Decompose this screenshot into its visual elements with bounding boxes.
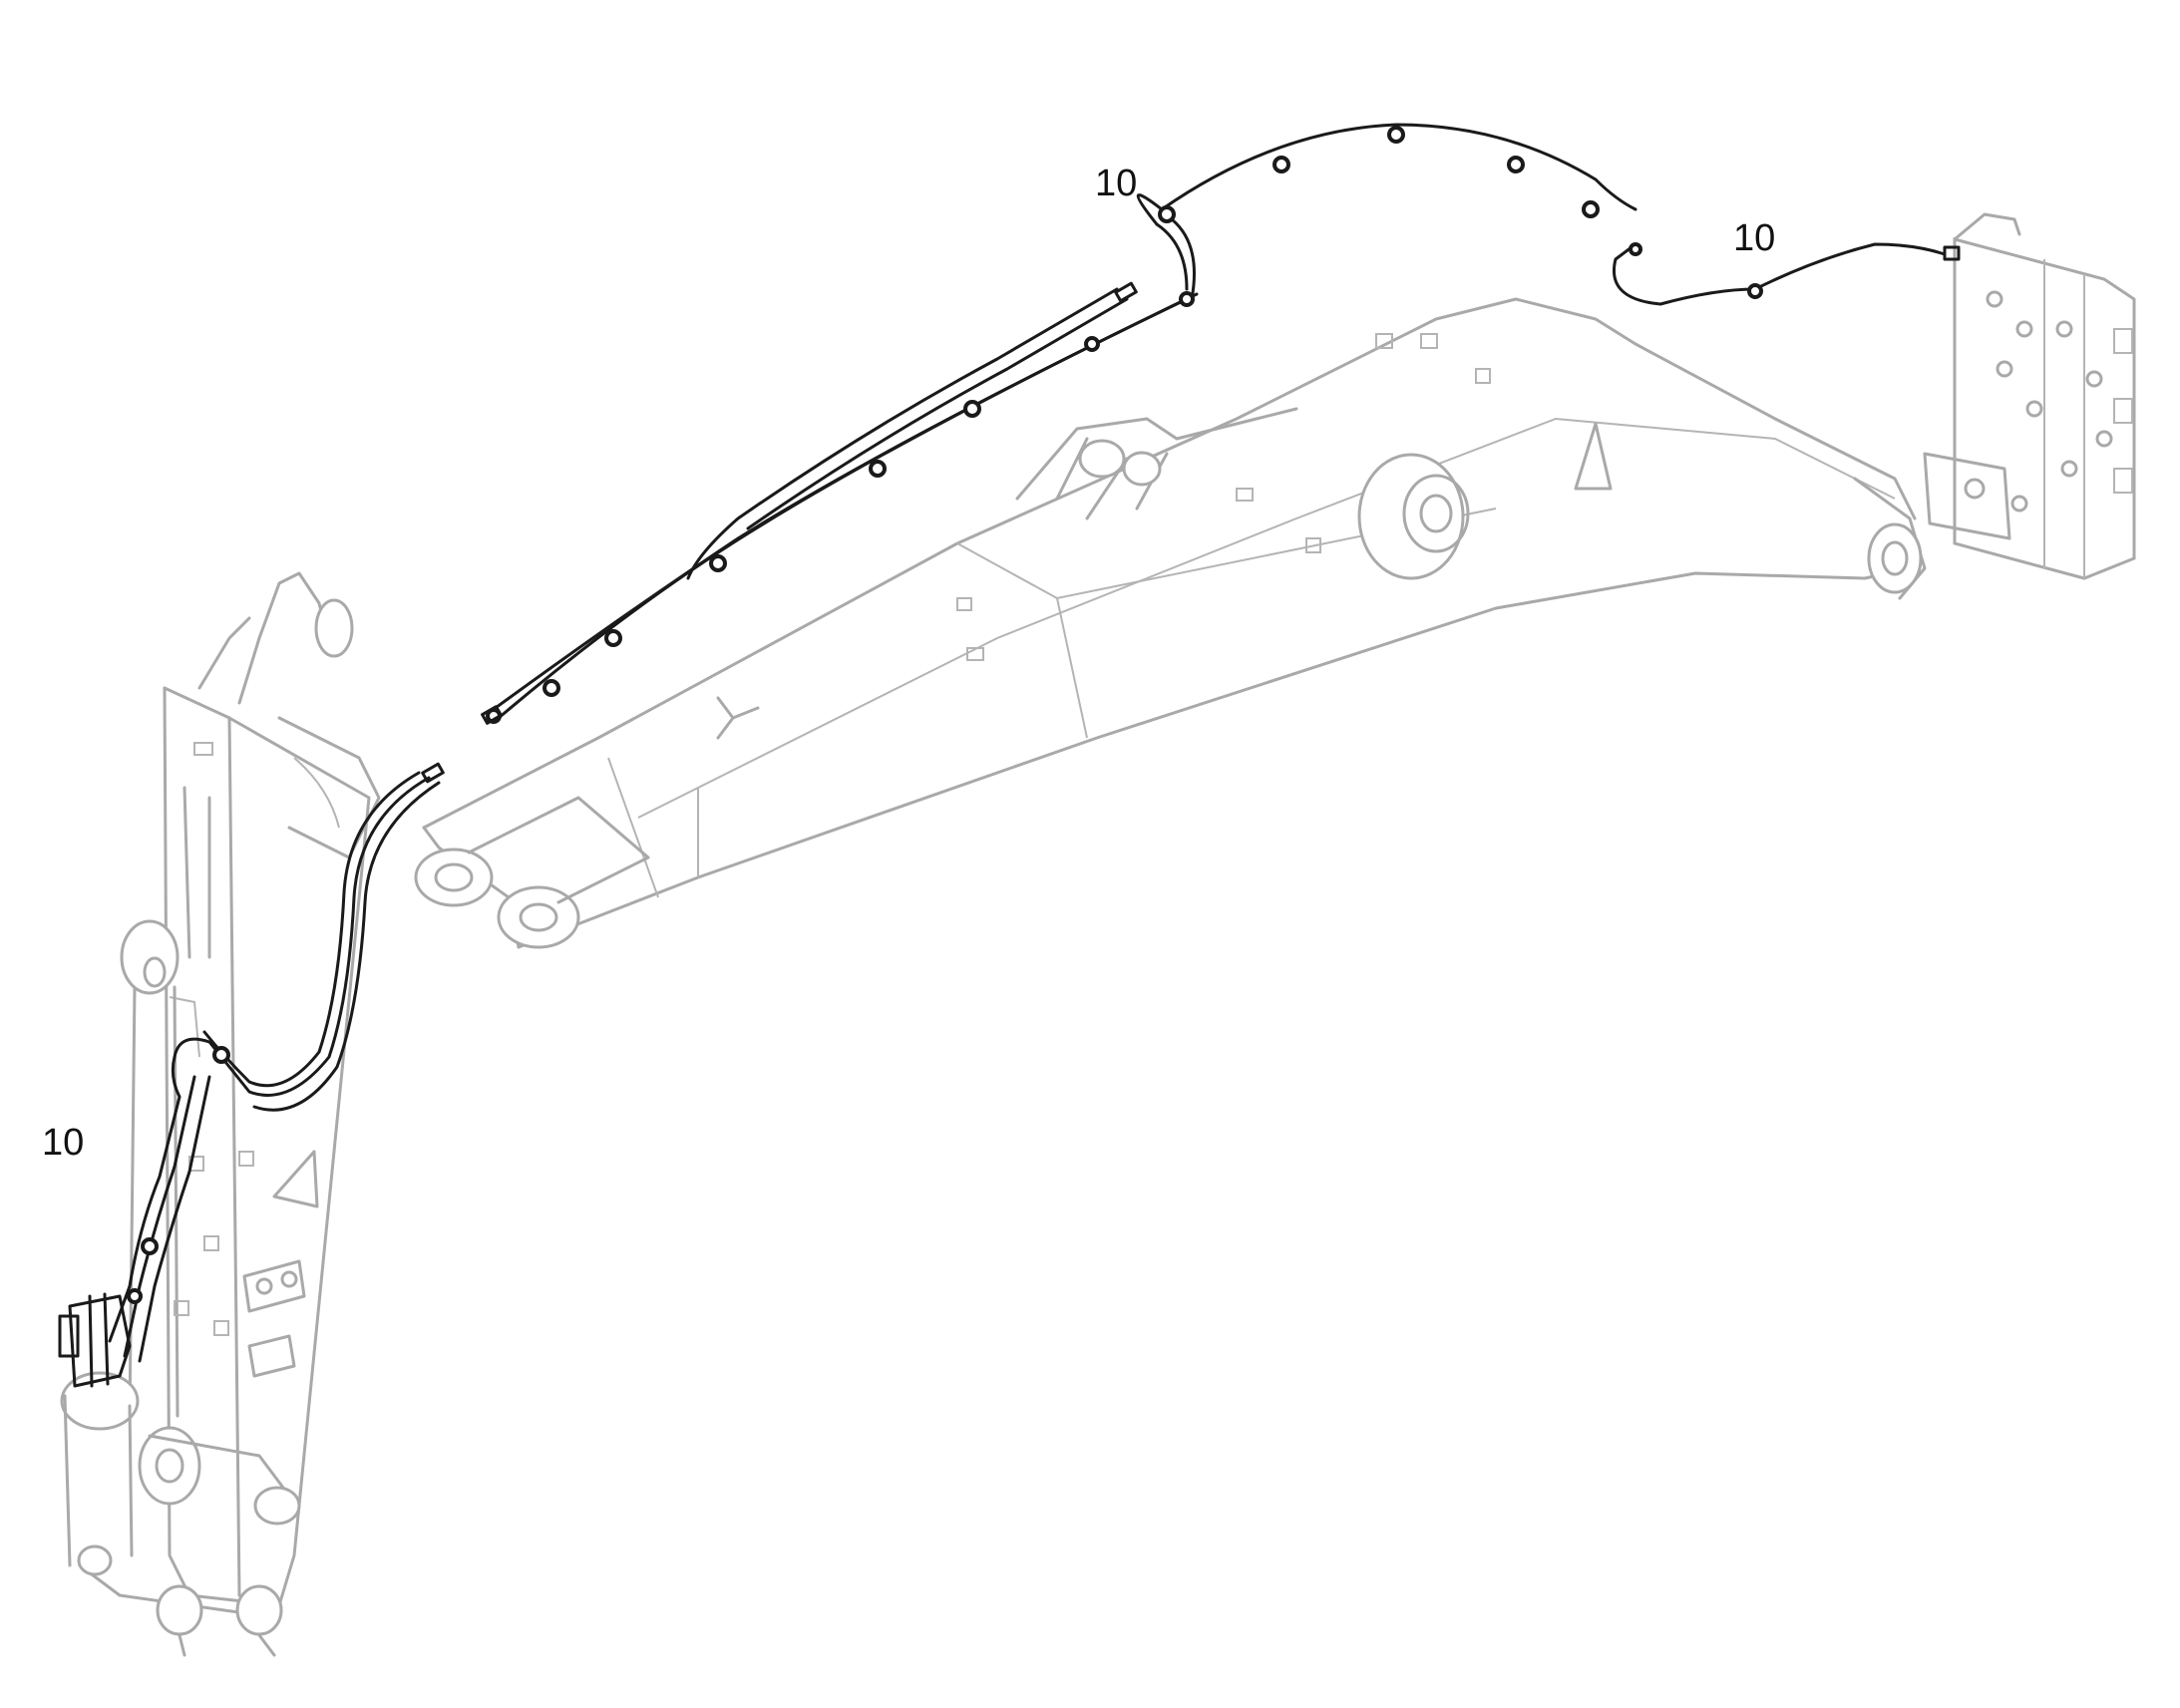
hose-clamps: [127, 126, 1763, 1304]
boom: [414, 297, 1927, 949]
arm: [60, 571, 381, 1657]
hose-connectors: [421, 245, 1961, 784]
callout-hose-valve: 10: [1733, 217, 1776, 259]
callout-hose-boom-top: 10: [1095, 163, 1138, 204]
control-valve: [1923, 212, 2136, 580]
hose-lines: [58, 123, 1947, 1388]
callout-hose-arm: 10: [42, 1122, 85, 1164]
